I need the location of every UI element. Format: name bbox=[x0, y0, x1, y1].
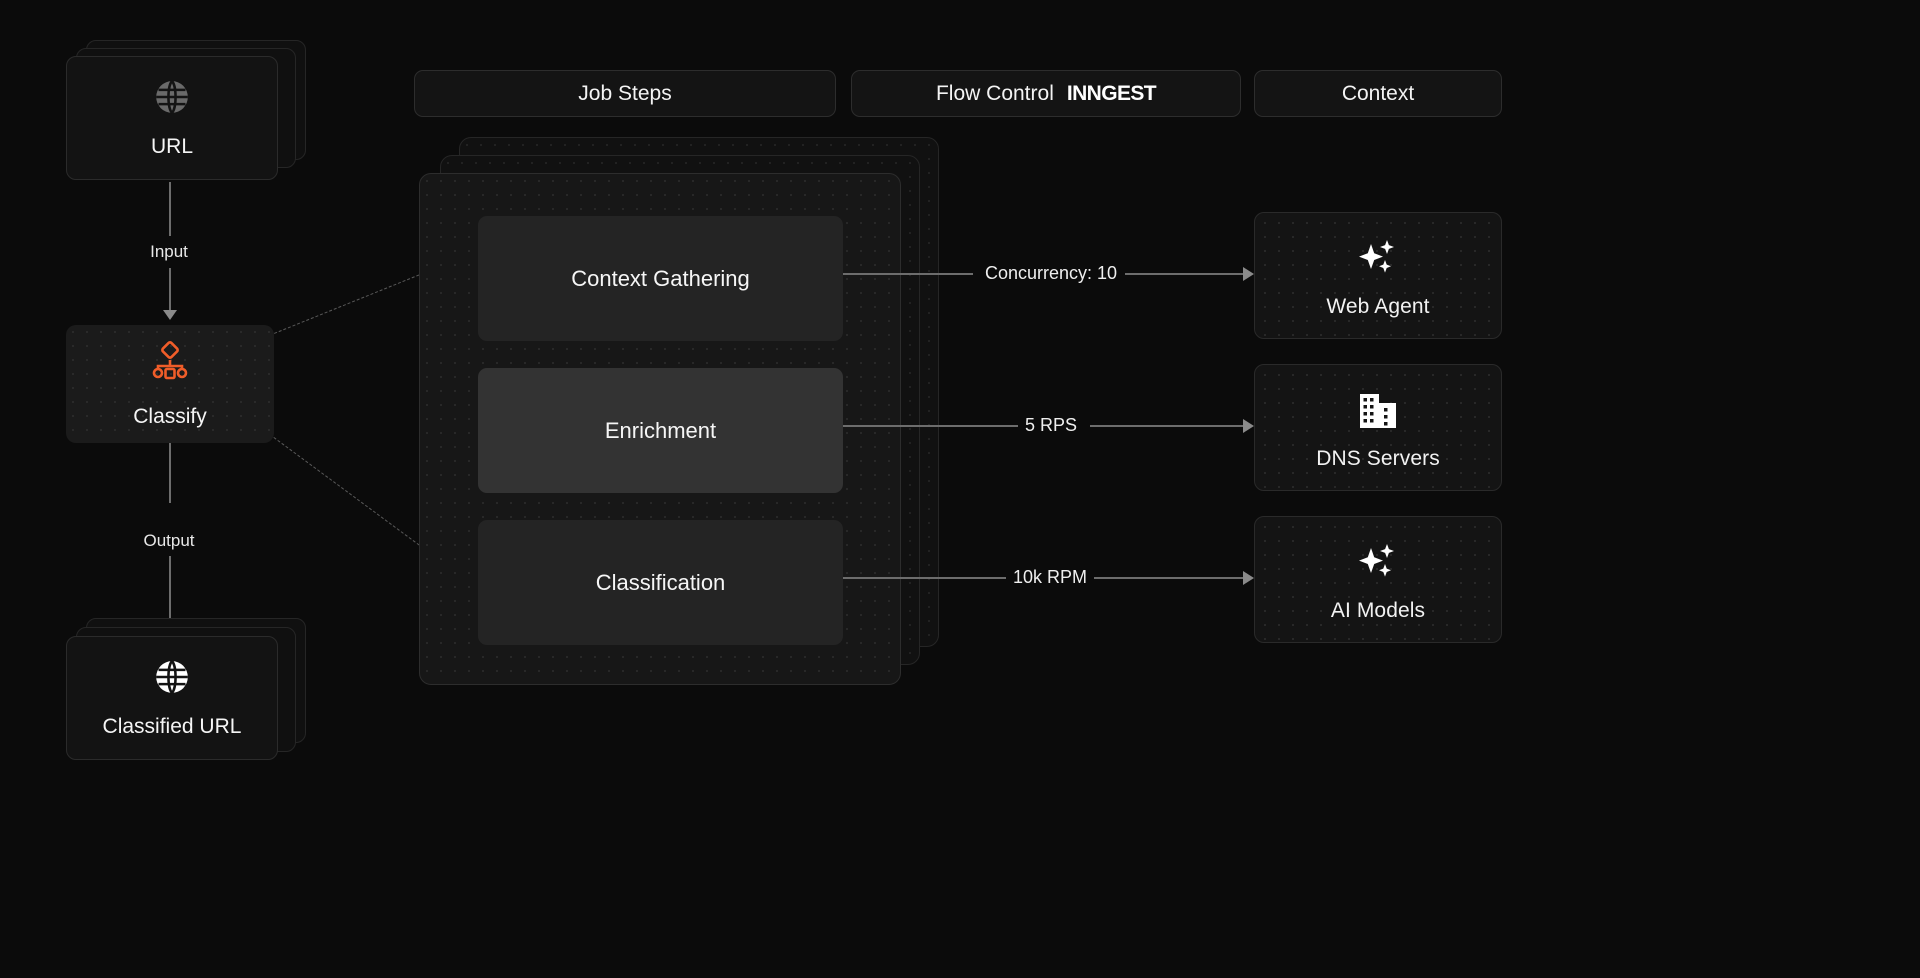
flow-arrowhead-rpm bbox=[1243, 571, 1254, 585]
output-edge-line-lower bbox=[169, 556, 171, 626]
step-card-context-gathering[interactable]: Context Gathering bbox=[478, 216, 843, 341]
tab-flow-control[interactable]: Flow Control INNGEST bbox=[851, 70, 1241, 117]
output-url-card[interactable]: Classified URL bbox=[66, 636, 278, 760]
sparkles-icon bbox=[1354, 542, 1402, 591]
building-icon bbox=[1357, 392, 1399, 437]
resource-card-web-agent[interactable]: Web Agent bbox=[1254, 212, 1502, 339]
flow-line-concurrency-right bbox=[1125, 273, 1245, 275]
output-edge-label: Output bbox=[143, 531, 195, 550]
funnel-line-bottom bbox=[273, 437, 432, 555]
flow-line-rps-left bbox=[843, 425, 1018, 427]
input-url-card[interactable]: URL bbox=[66, 56, 278, 180]
tab-job-steps[interactable]: Job Steps bbox=[414, 70, 836, 117]
input-edge-line-upper bbox=[169, 182, 171, 236]
flow-line-concurrency-left bbox=[843, 273, 973, 275]
tab-job-steps-label: Job Steps bbox=[578, 81, 672, 105]
resource-label-web-agent: Web Agent bbox=[1326, 295, 1430, 318]
flow-label-rpm: 10k RPM bbox=[1013, 567, 1088, 587]
classify-node[interactable]: Classify bbox=[66, 325, 274, 443]
globe-icon bbox=[153, 78, 191, 121]
input-url-node[interactable]: URL bbox=[66, 40, 306, 180]
resource-label-dns-servers: DNS Servers bbox=[1316, 447, 1440, 470]
resource-label-ai-models: AI Models bbox=[1330, 599, 1426, 622]
classify-label: Classify bbox=[133, 404, 207, 428]
globe-icon bbox=[153, 658, 191, 701]
tab-flow-control-label: Flow Control bbox=[935, 81, 1054, 105]
step-card-enrichment[interactable]: Enrichment bbox=[478, 368, 843, 493]
input-edge-line-lower bbox=[169, 268, 171, 312]
input-url-label: URL bbox=[150, 134, 193, 158]
step-label: Enrichment bbox=[604, 417, 717, 443]
tab-context[interactable]: Context bbox=[1254, 70, 1502, 117]
flow-line-rpm-left bbox=[843, 577, 1006, 579]
resource-card-ai-models[interactable]: AI Models bbox=[1254, 516, 1502, 643]
flow-arrowhead-concurrency bbox=[1243, 267, 1254, 281]
output-edge-line-upper bbox=[169, 443, 171, 503]
inngest-logo: INNGEST bbox=[1066, 81, 1157, 105]
workflow-classify-icon bbox=[148, 340, 192, 389]
flow-line-rpm-right bbox=[1094, 577, 1245, 579]
sparkles-icon bbox=[1354, 238, 1402, 287]
job-panel[interactable]: Context Gathering Enrichment Classificat… bbox=[419, 173, 901, 685]
step-label: Context Gathering bbox=[571, 265, 750, 291]
resource-card-dns-servers[interactable]: DNS Servers bbox=[1254, 364, 1502, 491]
flow-arrowhead-rps bbox=[1243, 419, 1254, 433]
output-url-node[interactable]: Classified URL bbox=[66, 618, 306, 763]
flow-label-rps: 5 RPS bbox=[1025, 415, 1078, 435]
input-edge-arrowhead bbox=[163, 310, 177, 320]
step-label: Classification bbox=[595, 569, 726, 595]
flow-label-concurrency: Concurrency: 10 bbox=[985, 263, 1118, 283]
flow-line-rps-right bbox=[1090, 425, 1245, 427]
step-card-classification[interactable]: Classification bbox=[478, 520, 843, 645]
tab-context-label: Context bbox=[1341, 81, 1415, 105]
output-url-label: Classified URL bbox=[102, 714, 242, 738]
input-edge-label: Input bbox=[150, 242, 188, 261]
